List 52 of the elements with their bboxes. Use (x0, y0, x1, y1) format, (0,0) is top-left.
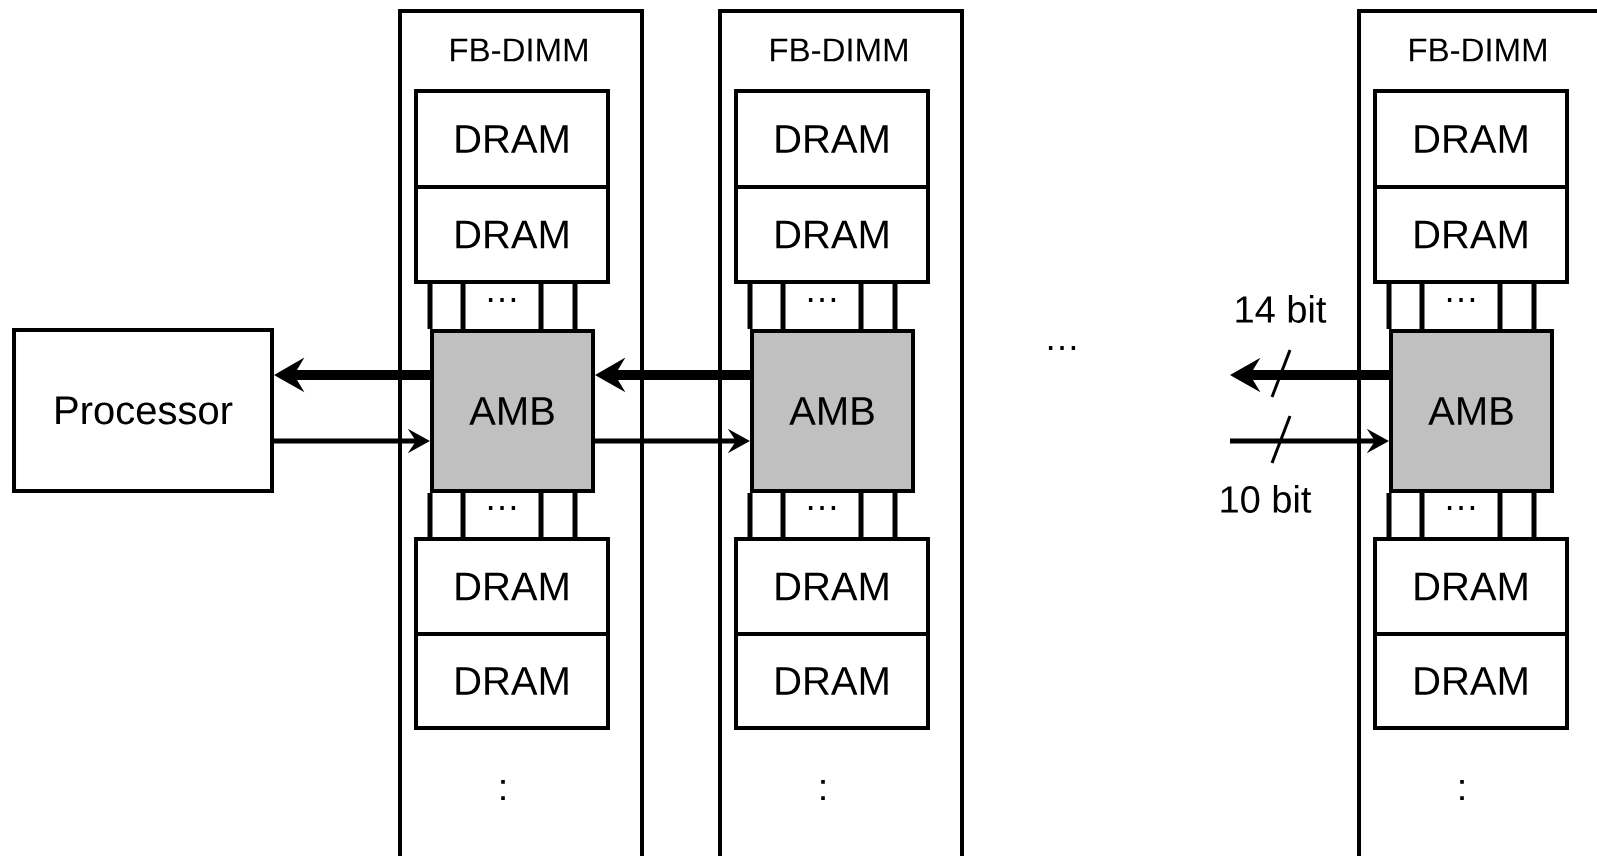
bus-line (1497, 493, 1503, 537)
processor-box: Processor (12, 328, 274, 493)
dram-chip: DRAM (1373, 185, 1569, 284)
dram-chip: DRAM (1373, 537, 1569, 636)
ellipsis: … (808, 506, 836, 510)
bus-line (1386, 493, 1392, 537)
bus-line (427, 493, 433, 537)
bus-line (780, 493, 786, 537)
bus-line (1419, 284, 1425, 329)
ellipsis: : (821, 779, 825, 800)
ellipsis: … (488, 298, 516, 302)
ellipsis: … (1447, 506, 1475, 510)
bus-line (1497, 284, 1503, 329)
bus-line (858, 284, 864, 329)
buffer-chip: AMB (430, 329, 595, 493)
bus-line (460, 284, 466, 329)
dram-chip: DRAM (1373, 89, 1569, 189)
bus-line (858, 493, 864, 537)
dram-chip: DRAM (734, 89, 930, 189)
bus-line (538, 284, 544, 329)
buffer-chip: AMB (1389, 329, 1554, 493)
bus-line (1386, 284, 1392, 329)
bus-line (1531, 284, 1537, 329)
bus-line (747, 493, 753, 537)
bus-line (747, 284, 753, 329)
dram-chip: DRAM (734, 632, 930, 730)
bus-line (572, 493, 578, 537)
bus-line (892, 284, 898, 329)
ellipsis: … (1048, 346, 1076, 350)
ellipsis: … (1447, 298, 1475, 302)
dram-chip: DRAM (414, 185, 610, 284)
bus-line (427, 284, 433, 329)
ellipsis: … (808, 298, 836, 302)
dram-chip: DRAM (414, 89, 610, 189)
bus-line (1419, 493, 1425, 537)
bus-line (892, 493, 898, 537)
bus-line (460, 493, 466, 537)
bus-line (538, 493, 544, 537)
ellipsis: … (488, 506, 516, 510)
dram-chip: DRAM (734, 185, 930, 284)
edge-label: 10 bit (1217, 484, 1313, 514)
ellipsis: : (501, 779, 505, 800)
dram-chip: DRAM (734, 537, 930, 636)
ellipsis: : (1460, 779, 1464, 800)
dram-chip: DRAM (1373, 632, 1569, 730)
bus-line (1531, 493, 1537, 537)
edge-label: 14 bit (1232, 294, 1328, 324)
dram-chip: DRAM (414, 632, 610, 730)
dram-chip: DRAM (414, 537, 610, 636)
buffer-chip: AMB (750, 329, 915, 493)
bus-line (780, 284, 786, 329)
bus-line (572, 284, 578, 329)
